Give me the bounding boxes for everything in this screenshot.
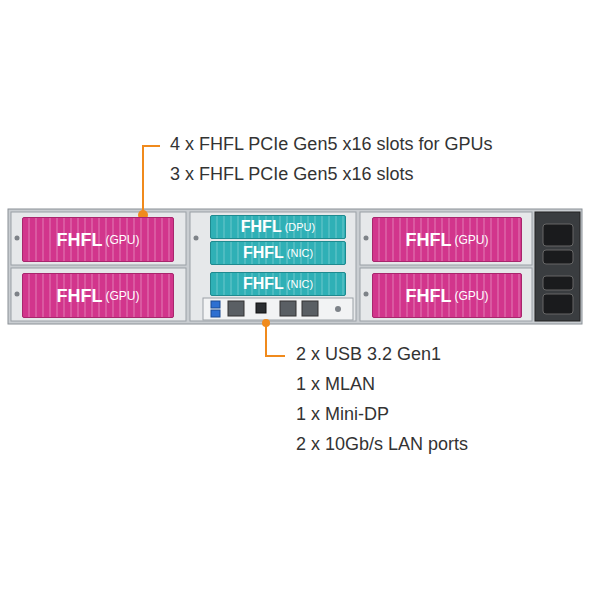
power-socket [543, 224, 573, 246]
port-label: 2 x USB 3.2 Gen1 [296, 344, 441, 366]
slot-role: (GPU) [454, 234, 488, 246]
gpu-slot: FHFL(GPU) [372, 273, 522, 318]
power-socket [543, 250, 573, 264]
callout-text: 3 x FHFL PCIe Gen5 x16 slots [170, 164, 413, 186]
power-socket [543, 276, 573, 290]
port-label: 1 x Mini-DP [296, 404, 389, 426]
mlan-port [228, 301, 244, 316]
lan-port [302, 301, 318, 316]
slot-role: (GPU) [105, 290, 139, 302]
screw [335, 306, 341, 312]
screw [15, 236, 20, 241]
slot-role: (GPU) [105, 234, 139, 246]
port-label: 2 x 10Gb/s LAN ports [296, 434, 468, 456]
gpu-slot: FHFL(GPU) [22, 273, 174, 318]
gpu-slot: FHFL(GPU) [22, 217, 174, 262]
slot-type: FHFL [57, 287, 103, 305]
slot-type: FHFL [57, 231, 103, 249]
callout-text: 4 x FHFL PCIe Gen5 x16 slots for GPUs [170, 134, 492, 156]
screw [364, 292, 369, 297]
slot-role: (DPU) [285, 222, 316, 233]
leader-line [143, 146, 160, 215]
nic-slot: FHFL(NIC) [210, 272, 346, 296]
usb-port [211, 301, 220, 308]
slot-role: (NIC) [287, 279, 313, 290]
slot-type: FHFL [406, 231, 452, 249]
bay [360, 268, 532, 321]
slot-type: FHFL [243, 245, 284, 261]
gpu-slot: FHFL(GPU) [372, 217, 522, 262]
bay [360, 212, 532, 265]
bay [11, 268, 186, 321]
callout-dot [262, 319, 270, 327]
bay [11, 212, 186, 265]
screw [194, 236, 199, 241]
slot-type: FHFL [243, 276, 284, 292]
leader-line [266, 324, 285, 356]
nic-slot: FHFL(NIC) [210, 241, 346, 265]
screw [15, 292, 20, 297]
usb-port [211, 310, 220, 317]
io-panel [203, 298, 353, 320]
lan-port [280, 301, 296, 316]
power-socket [543, 294, 573, 314]
chassis [8, 209, 582, 324]
slot-type: FHFL [406, 287, 452, 305]
slot-type: FHFL [241, 219, 282, 235]
screw [364, 236, 369, 241]
port-label: 1 x MLAN [296, 374, 375, 396]
slot-role: (NIC) [287, 248, 313, 259]
slot-role: (GPU) [454, 290, 488, 302]
bay [190, 212, 356, 321]
mini-dp-port [256, 303, 266, 313]
dpu-slot: FHFL(DPU) [210, 215, 346, 239]
power-supply [535, 212, 580, 321]
